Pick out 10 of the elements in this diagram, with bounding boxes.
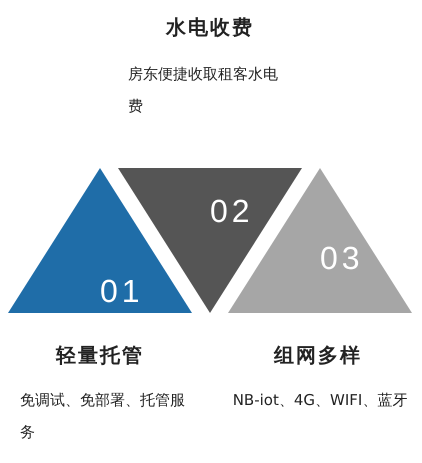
step-number: 02 bbox=[210, 193, 254, 230]
step-number: 01 bbox=[100, 273, 144, 310]
heading: 组网多样 bbox=[274, 342, 362, 369]
description: 房东便捷收取租客水电费 bbox=[128, 64, 278, 117]
triangle-shape bbox=[8, 168, 192, 313]
description: NB-iot、4G、WIFI、蓝牙 bbox=[232, 390, 408, 411]
description: 免调试、免部署、托管服务 bbox=[20, 390, 186, 443]
heading: 水电收费 bbox=[166, 14, 254, 41]
heading: 轻量托管 bbox=[56, 342, 144, 369]
step-number: 03 bbox=[320, 240, 364, 277]
